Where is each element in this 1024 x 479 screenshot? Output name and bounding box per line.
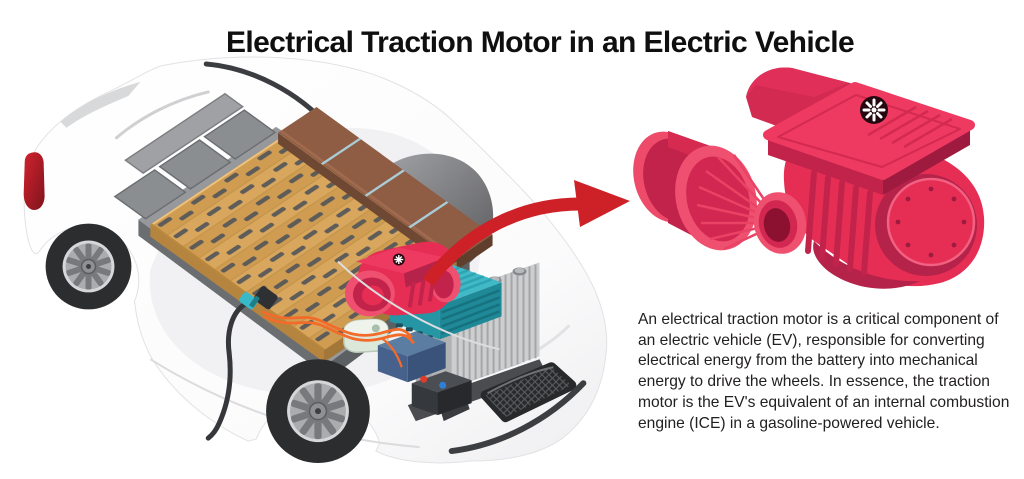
front-wheel xyxy=(266,359,370,464)
auxiliary-battery xyxy=(411,371,472,416)
motor-description: An electrical traction motor is a critic… xyxy=(638,310,1010,433)
front-grille xyxy=(480,362,577,423)
traction-motor-illustration xyxy=(633,67,985,289)
rear-wheel xyxy=(45,223,132,310)
hv-cables xyxy=(261,310,415,368)
battery-modules xyxy=(278,107,493,261)
hood-edge xyxy=(337,260,500,351)
battery-tray xyxy=(113,169,187,220)
battery-terminal-positive xyxy=(420,375,428,383)
motor-end-cap xyxy=(875,174,977,276)
rear-window-shade xyxy=(60,81,141,128)
fan-vent-icon xyxy=(392,253,405,266)
battery-tray xyxy=(158,139,232,190)
engine-bay xyxy=(261,241,548,422)
battery-tray xyxy=(124,92,245,174)
tail-light xyxy=(23,152,45,211)
dcdc-converter xyxy=(377,331,446,383)
charging-cable xyxy=(205,286,278,441)
zoom-arrow-icon xyxy=(422,180,630,286)
ev-cutaway-illustration xyxy=(23,56,608,464)
fan-vent-icon xyxy=(860,96,888,124)
motor-top-plate xyxy=(763,82,975,195)
bumper-lip xyxy=(448,380,587,455)
motor-flange-assembly xyxy=(633,131,807,254)
page-title: Electrical Traction Motor in an Electric… xyxy=(225,26,855,60)
battery-tray xyxy=(203,109,277,160)
rear-roof-trim xyxy=(114,90,210,140)
charge-socket xyxy=(253,286,278,310)
battery-terminal-negative xyxy=(439,381,447,389)
